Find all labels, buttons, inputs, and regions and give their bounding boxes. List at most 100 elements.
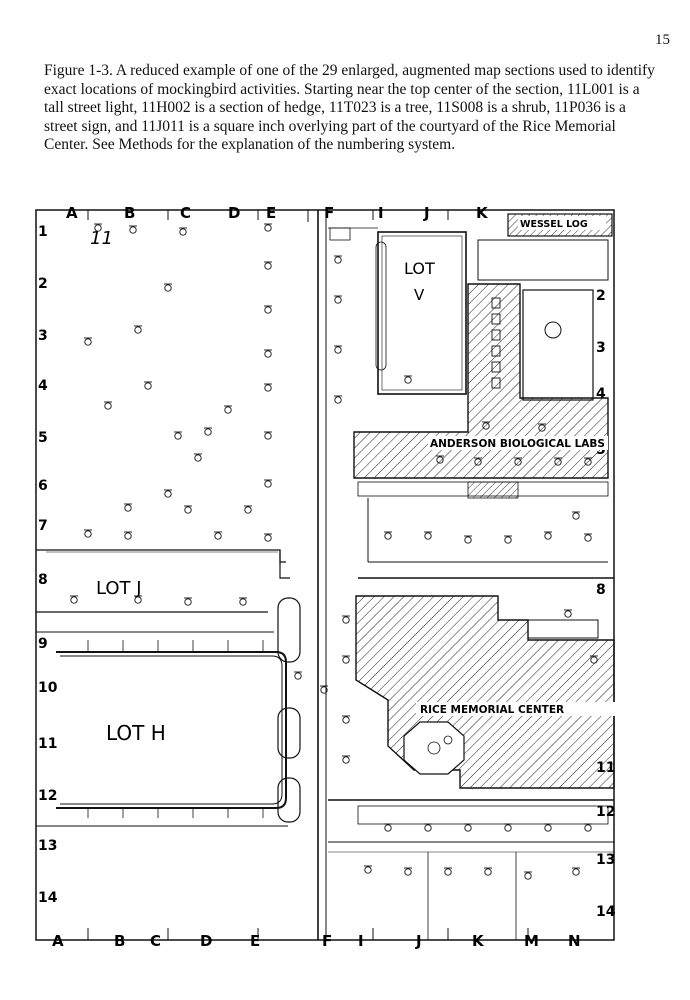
map-symbol-marker [264,480,272,488]
map-symbol-marker [164,490,172,498]
row-label-right: 4 [596,386,606,402]
map-symbol-marker [334,346,342,354]
map-symbol-marker [424,532,432,540]
map-symbol-marker [264,224,272,232]
map-symbol-marker [464,824,472,832]
map-symbol-marker [84,530,92,538]
map-symbol-marker [474,458,482,466]
column-label-top: A [66,204,78,222]
row-label-left: 7 [38,518,48,534]
map-symbol-marker [184,506,192,514]
row-labels-right: 234581011121314 [596,288,616,920]
map-symbol-marker [484,868,492,876]
map-symbol-marker [164,284,172,292]
column-label-top: F [324,204,334,222]
map-symbol-marker [384,532,392,540]
map-symbol-marker [584,458,592,466]
median-island-3 [277,777,301,823]
row-label-right: 14 [596,904,616,920]
map-symbol-marker [584,534,592,542]
map-symbol-marker [264,350,272,358]
row-label-left: 5 [38,430,48,446]
map-symbol-marker [482,422,490,430]
row-label-right: 8 [596,582,606,598]
map-symbol-marker [334,396,342,404]
map-symbol-marker [504,824,512,832]
map-symbol-marker [174,432,182,440]
column-label-bottom: D [200,932,212,950]
map-symbol-marker [342,716,350,724]
map-symbol-marker [572,868,580,876]
map-symbol-marker [264,306,272,314]
row-label-left: 12 [38,788,57,804]
map-symbol-marker [239,598,247,606]
map-frame [35,209,615,941]
map-symbol-marker [364,866,372,874]
map-symbol-marker [334,256,342,264]
figure-caption: Figure 1-3. A reduced example of one of … [44,62,655,153]
row-label-left: 2 [38,276,48,292]
map-symbol-marker [294,672,302,680]
map-symbol-marker [134,596,142,604]
column-label-bottom: M [524,932,539,950]
rice-memorial-label: RICE MEMORIAL CENTER [420,704,564,716]
column-label-bottom: N [568,932,581,950]
map-symbol-marker [320,686,328,694]
map-symbol-marker [184,598,192,606]
row-label-right: 2 [596,288,606,304]
map-symbol-marker [504,536,512,544]
map-symbol-marker [444,868,452,876]
map-symbols [70,223,598,880]
median-island-2 [277,707,301,759]
row-label-left: 11 [38,736,57,752]
rice-courtyard [403,721,465,775]
column-label-bottom: J [415,932,422,950]
column-label-top: E [266,204,276,222]
column-label-top: I [378,204,384,222]
lot-v-outline [377,231,467,395]
rice-memorial-center-building [355,595,615,789]
row-label-left: 1 [38,224,48,240]
map-symbol-marker [134,326,142,334]
column-label-bottom: B [114,932,125,950]
map-symbol-marker [572,512,580,520]
map-symbol-marker [179,228,187,236]
map-symbol-marker [464,536,472,544]
row-label-right: 13 [596,852,615,868]
row-label-left: 14 [38,890,58,906]
map-symbol-marker [334,296,342,304]
wessel-log-label: WESSEL LOG [520,219,588,230]
map-symbol-marker [564,610,572,618]
map-symbol-marker [224,406,232,414]
row-label-left: 8 [38,572,48,588]
row-label-left: 9 [38,636,48,652]
row-label-left: 3 [38,328,48,344]
column-label-bottom: F [322,932,332,950]
anderson-label: ANDERSON BIOLOGICAL LABS [430,438,605,450]
courtyard-feature [544,321,562,339]
column-label-bottom: K [472,932,485,950]
column-label-bottom: C [150,932,161,950]
row-label-left: 4 [38,378,48,394]
map-symbol-marker [144,382,152,390]
map-symbol-marker [104,402,112,410]
lot-j-label: LOT J [96,578,142,599]
map-symbol-marker [204,428,212,436]
column-label-top: C [180,204,191,222]
column-label-bottom: A [52,932,64,950]
map-symbol-marker [264,534,272,542]
map-symbol-marker [538,424,546,432]
column-label-top: B [124,204,135,222]
row-label-left: 13 [38,838,57,854]
map-symbol-marker [544,824,552,832]
row-label-left: 10 [38,680,58,696]
map-symbol-marker [424,824,432,832]
map-symbol-marker [404,868,412,876]
map-symbol-marker [436,456,444,464]
lot-h-outline [56,651,287,809]
row-label-left: 6 [38,478,48,494]
